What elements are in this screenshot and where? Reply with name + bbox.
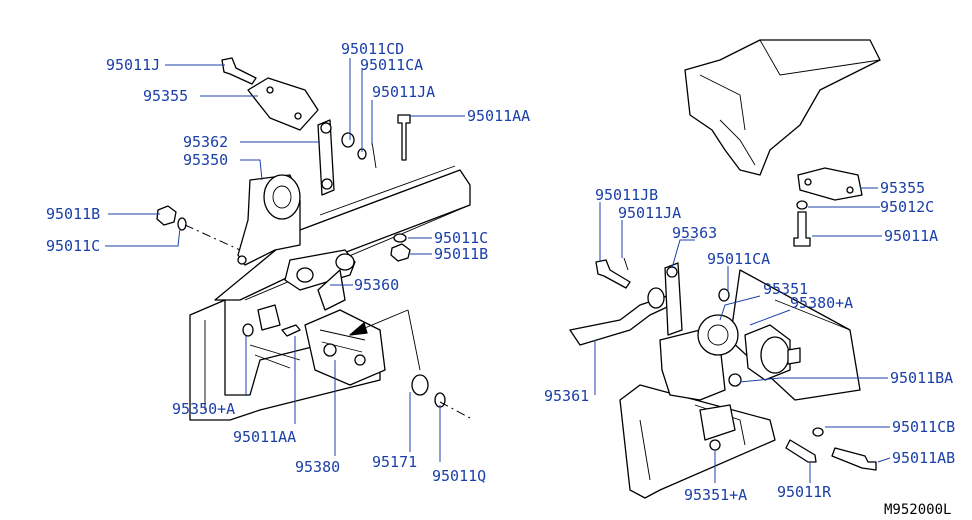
nut-95011Q [434,392,446,408]
label-95355-right[interactable]: 95355 [880,179,925,197]
label-95011AA-bottom[interactable]: 95011AA [233,428,296,446]
bushing-95350 [263,174,301,220]
label-95011CA-left[interactable]: 95011CA [360,56,423,74]
label-95011B-mid[interactable]: 95011B [434,245,488,263]
label-95011AA-top[interactable]: 95011AA [467,107,530,125]
link-95363 [664,262,683,336]
bolt-95011A [793,211,811,247]
link-95362 [317,119,335,196]
label-95011C-left[interactable]: 95011C [46,237,100,255]
label-95011Q[interactable]: 95011Q [432,467,486,485]
label-95363[interactable]: 95363 [672,224,717,242]
label-95011JA-left[interactable]: 95011JA [372,83,435,101]
label-95011C-mid[interactable]: 95011C [434,229,488,247]
label-95361[interactable]: 95361 [544,387,589,405]
label-95380A[interactable]: 95380+A [790,294,853,312]
label-95171[interactable]: 95171 [372,453,417,471]
plate-95355-left [247,77,319,131]
label-95362[interactable]: 95362 [183,133,228,151]
label-95011BA[interactable]: 95011BA [890,369,953,387]
spacer-95171 [411,374,429,396]
plate-95355-right [797,167,863,201]
bolt-95011AB [831,447,877,471]
label-95011B-left[interactable]: 95011B [46,205,100,223]
label-95351[interactable]: 95351 [763,280,808,298]
label-95011J[interactable]: 95011J [106,56,160,74]
frame-rail-left [214,169,471,301]
label-95350[interactable]: 95350 [183,151,228,169]
label-95350A[interactable]: 95350+A [172,400,235,418]
upper-frame-right [684,39,881,176]
label-95355-left[interactable]: 95355 [143,87,188,105]
label-95011JB[interactable]: 95011JB [595,186,658,204]
label-95380[interactable]: 95380 [295,458,340,476]
label-95351A[interactable]: 95351+A [684,486,747,504]
label-95011JA-right[interactable]: 95011JA [618,204,681,222]
bolt-95011J [221,57,257,85]
label-95011AB[interactable]: 95011AB [892,449,955,467]
label-95360[interactable]: 95360 [354,276,399,294]
label-95011A[interactable]: 95011A [884,227,938,245]
right-assembly [569,39,881,499]
label-95012C[interactable]: 95012C [880,198,934,216]
bolt-95011AA-top [397,114,411,161]
diagram-reference-code: M952000L [884,502,951,518]
label-95011CA-right[interactable]: 95011CA [707,250,770,268]
label-95011R[interactable]: 95011R [777,483,832,501]
label-95011CB[interactable]: 95011CB [892,418,955,436]
bolt-95011R [785,439,817,463]
nut-95011B-left [156,205,177,226]
crossmember-right [619,384,776,499]
label-95011CD[interactable]: 95011CD [341,40,404,58]
part-labels: 95011J 95355 95362 95350 95011B 95011C 9… [46,40,955,518]
left-assembly [156,57,471,421]
bolt-95011JB [595,259,631,289]
leader-lines [105,58,891,483]
